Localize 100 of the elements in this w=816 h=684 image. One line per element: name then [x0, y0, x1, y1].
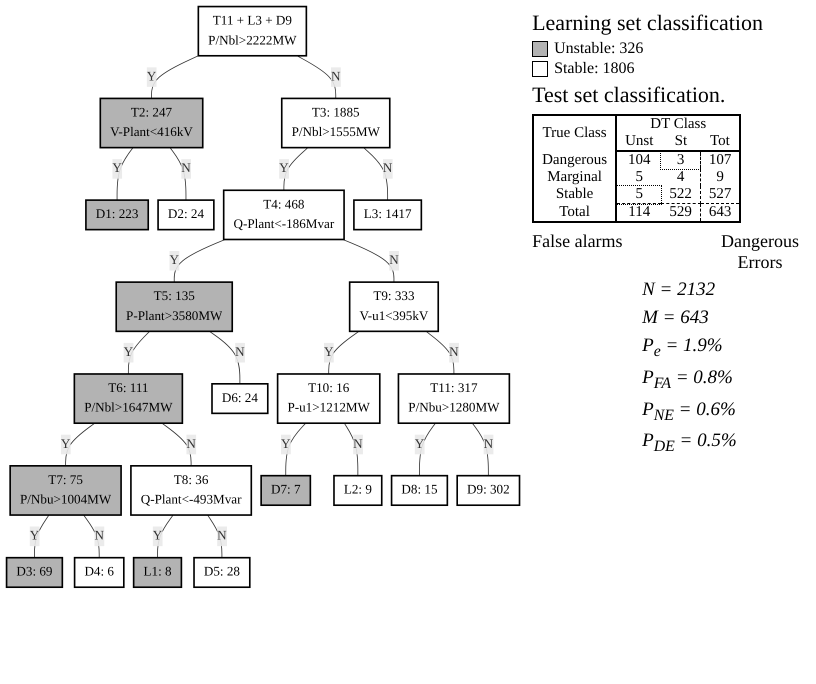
table-cell: DT Class	[616, 115, 740, 133]
formula: P$_{NE}$ = 0.6%	[642, 398, 737, 424]
formula: P$_{FA}$ = 0.8%	[642, 366, 734, 393]
table-cell: 5	[616, 186, 662, 204]
edge-label: N	[181, 162, 191, 176]
connector	[472, 422, 489, 476]
node-box: L3: 1417	[353, 199, 422, 230]
edge-label: N	[484, 437, 494, 452]
table-cell: True Class	[533, 115, 616, 151]
table-cell: 522	[661, 186, 700, 204]
node-box: T2: 247 V-Plant<416kV	[99, 98, 204, 148]
table-cell: 3	[661, 151, 700, 169]
node-box: D4: 6	[74, 556, 125, 588]
node-box: D7: 7	[260, 474, 312, 506]
edge-label: N	[449, 345, 459, 360]
formula: P$_{DE}$ = 0.5%	[642, 430, 738, 456]
table-cell: Unst	[616, 133, 662, 151]
node-box: T9: 333 V-u1<395kV	[348, 281, 440, 332]
edge-label: Y	[281, 437, 290, 452]
connector	[207, 514, 222, 558]
connector	[170, 147, 186, 201]
edge-label: Y	[124, 345, 134, 360]
table-cell: 104	[616, 151, 662, 169]
edge-label: N	[186, 437, 196, 452]
node-box: L2: 9	[333, 474, 383, 506]
table-cell: 4	[661, 169, 700, 186]
table-cell: Stable	[533, 186, 616, 204]
edge-label: Y	[146, 70, 156, 84]
node-box: T7: 75 P/Nbu>1004MW	[9, 465, 122, 516]
node-box: T3: 1885 P/Nbl>1555MW	[280, 98, 391, 148]
node-box: T4: 468 Q-Plant<-186Mvar	[222, 189, 345, 240]
table-cell: 643	[700, 204, 740, 222]
edge-label: Y	[414, 437, 424, 452]
connector	[128, 330, 150, 374]
edge-label: N	[389, 253, 399, 268]
edge-label: N	[331, 70, 340, 84]
table-cell: 5	[616, 169, 662, 186]
edge-label: N	[94, 528, 104, 543]
node-box: T5: 135 P-Plant>3580MW	[115, 281, 234, 332]
callout-text: False alarms	[532, 231, 623, 253]
formula: N = 2132	[642, 279, 716, 301]
table-cell: Marginal	[533, 169, 616, 186]
connector	[83, 514, 100, 558]
edge-label: N	[382, 162, 392, 176]
edge-label: N	[217, 528, 227, 543]
edge-label: Y	[152, 528, 162, 543]
formula: P$_{e}$ = 1.9%	[642, 335, 724, 361]
node-box: T8: 36 Q-Plant<-493Mvar	[130, 465, 252, 516]
node-box: D8: 15	[390, 474, 448, 506]
connector	[65, 422, 96, 466]
node-box: D1: 223	[85, 199, 150, 230]
node-box: T11 + L3 + D9 P/Nbl>2222MW	[198, 6, 308, 57]
edge-label: N	[353, 437, 363, 452]
connector	[285, 422, 306, 476]
legend-label: Stable: 1806	[554, 60, 635, 78]
node-box: T10: 16 P-u1>1212MW	[276, 373, 381, 424]
table-cell: Dangerous	[533, 151, 616, 169]
legend-label: Unstable: 326	[554, 40, 644, 58]
table-cell: 9	[700, 169, 740, 186]
edge-label: Y	[169, 253, 179, 268]
table-cell: 114	[616, 204, 662, 222]
edge-label: N	[235, 345, 245, 360]
node-box: D5: 28	[193, 556, 251, 588]
connector	[209, 330, 240, 384]
callout-text: Dangerous Errors	[720, 231, 800, 273]
connector	[342, 239, 394, 283]
table-cell: 529	[661, 204, 700, 222]
connector	[174, 239, 226, 283]
edge-label: Y	[279, 162, 289, 176]
node-box: D2: 24	[157, 199, 215, 230]
node-box: D9: 302	[456, 474, 520, 506]
table-cell: 107	[700, 151, 740, 169]
connector	[419, 422, 436, 476]
connector	[344, 422, 358, 476]
edge-label: Y	[60, 437, 70, 452]
table-cell: St	[661, 133, 700, 151]
connector	[363, 147, 388, 201]
connector	[157, 514, 174, 558]
connector	[328, 330, 360, 374]
connector	[34, 514, 50, 558]
node-box: T6: 111 P/Nbl>1647MW	[74, 373, 184, 424]
table-cell: Total	[533, 204, 616, 222]
node-box: T11: 317 P/Nbu>1280MW	[398, 373, 510, 424]
edge-label: Y	[30, 528, 40, 543]
connector	[151, 55, 199, 99]
node-box: D3: 69	[6, 556, 64, 588]
table-title: Test set classification.	[532, 82, 726, 108]
connector	[162, 422, 192, 466]
connector	[296, 55, 336, 99]
node-box: L1: 8	[132, 556, 182, 588]
connector	[283, 147, 308, 191]
edge-label: Y	[112, 162, 122, 176]
connector	[116, 147, 134, 201]
table-cell: 527	[700, 186, 740, 204]
connector	[426, 330, 454, 374]
table-cell: Tot	[700, 133, 740, 151]
edge-label: Y	[324, 345, 334, 360]
node-box: D6: 24	[211, 383, 269, 414]
formula: M = 643	[642, 307, 710, 329]
legend-title: Learning set classification	[532, 10, 764, 36]
